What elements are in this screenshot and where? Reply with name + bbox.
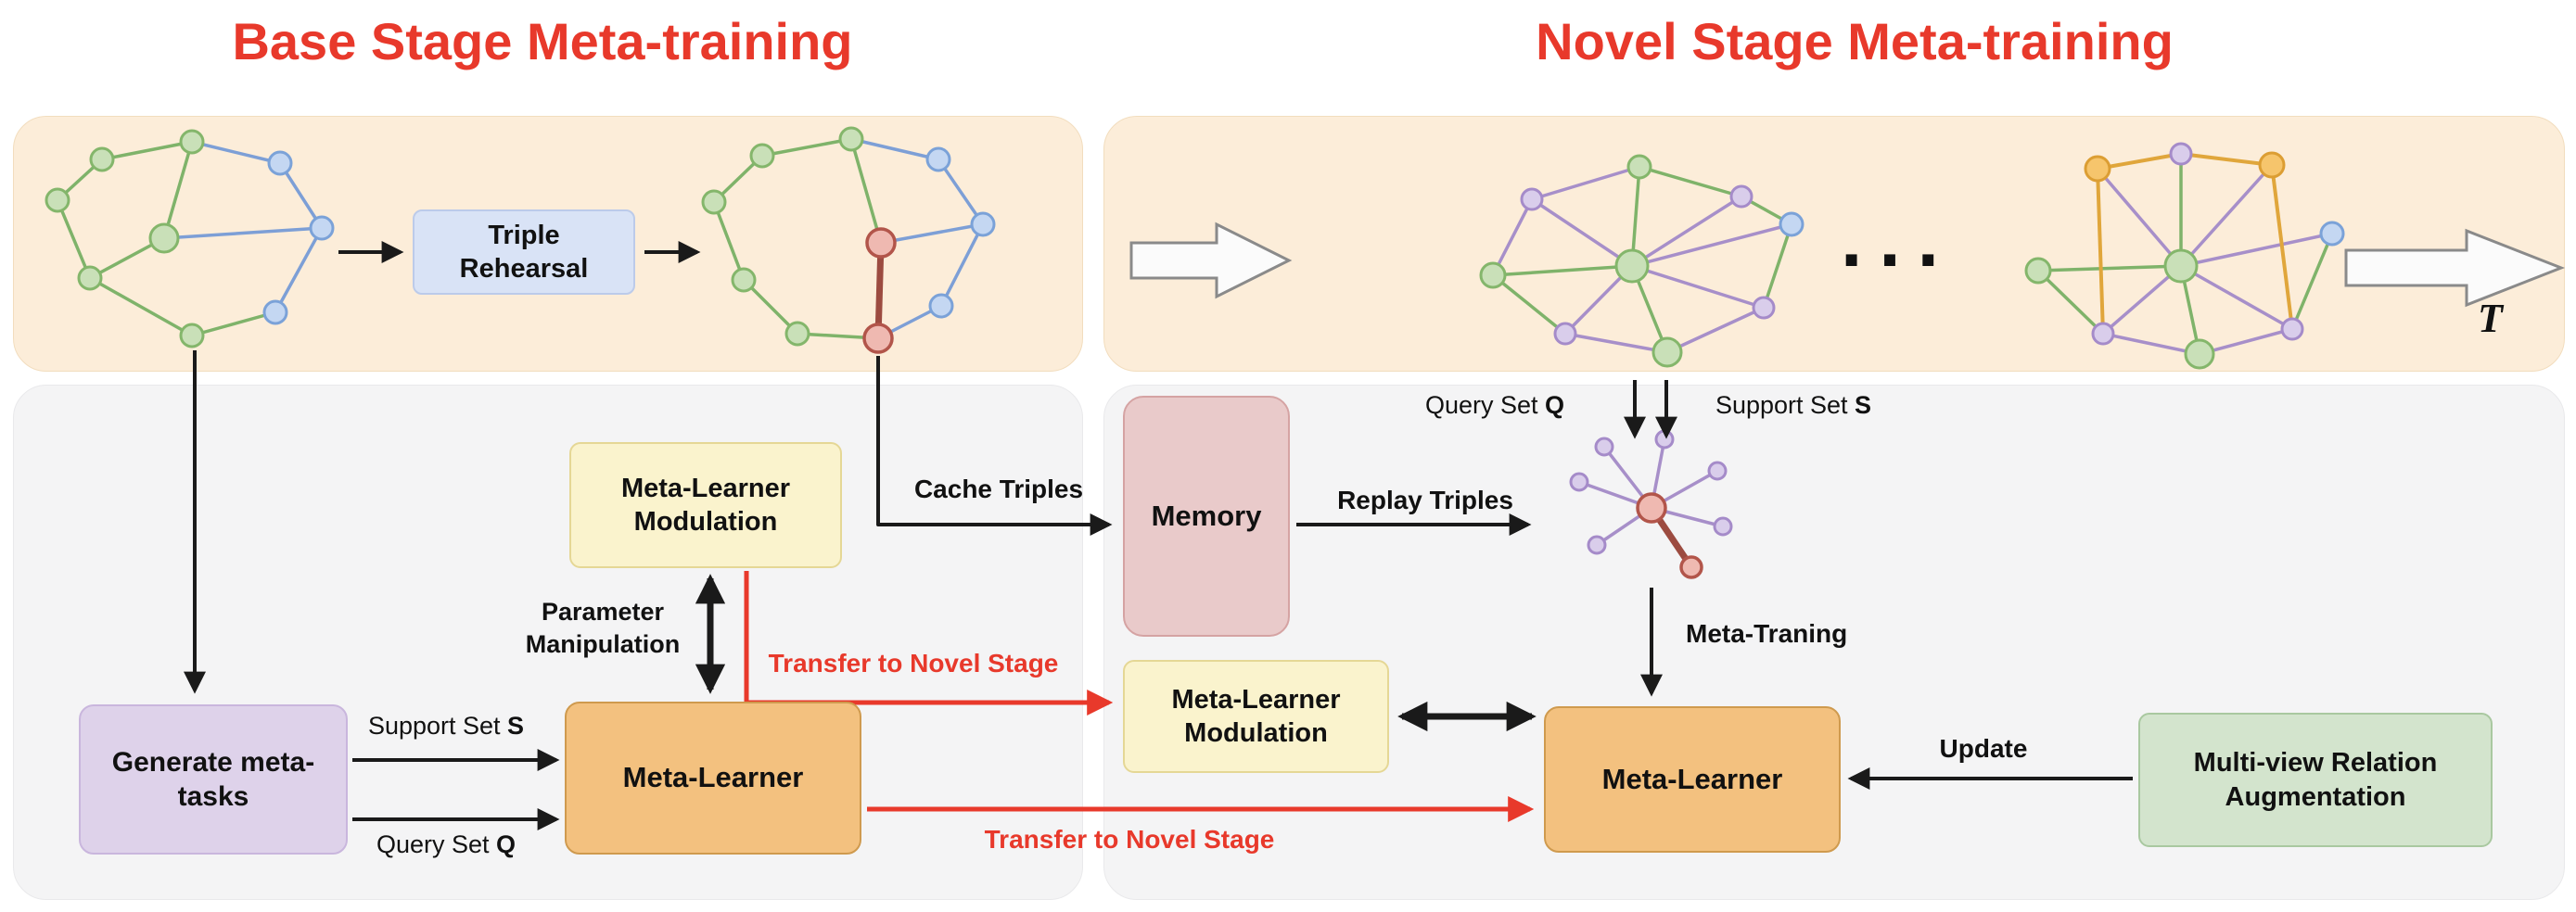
novel-stage-graph-panel	[1103, 116, 2565, 372]
time-symbol: T	[2478, 296, 2503, 341]
update-label: Update	[1939, 734, 2028, 763]
novel-stage-title: Novel Stage Meta-training	[1536, 12, 2174, 70]
query-set-novel-label: Query Set Q	[1424, 391, 1565, 419]
cache-triples-label: Cache Triples	[913, 475, 1084, 503]
transfer-to-novel-stage-lower-label: Transfer to Novel Stage	[984, 825, 1275, 854]
support-set-novel-label: Support Set S	[1715, 391, 1872, 419]
query-set-base-label: Query Set Q	[376, 830, 516, 858]
meta-learner-modulation-novel-box: Meta-Learner Modulation	[1123, 660, 1389, 773]
support-set-base-label: Support Set S	[367, 712, 525, 740]
transfer-to-novel-stage-upper-label: Transfer to Novel Stage	[768, 649, 1059, 678]
generate-meta-tasks-box: Generate meta-tasks	[79, 704, 348, 855]
replay-triples-label: Replay Triples	[1337, 486, 1513, 514]
ellipsis: ...	[1841, 196, 1957, 283]
meta-learner-base-box: Meta-Learner	[565, 702, 861, 855]
meta-learner-modulation-base-box: Meta-Learner Modulation	[569, 442, 842, 568]
meta-training-label: Meta-Traning	[1686, 619, 1848, 648]
multi-view-relation-augmentation-box: Multi-view Relation Augmentation	[2138, 713, 2493, 847]
base-stage-title: Base Stage Meta-training	[232, 12, 853, 70]
meta-learner-novel-box: Meta-Learner	[1544, 706, 1841, 853]
triple-rehearsal-box: Triple Rehearsal	[413, 209, 635, 295]
memory-box: Memory	[1123, 396, 1290, 637]
parameter-manipulation-label: Parameter Manipulation	[525, 598, 681, 659]
